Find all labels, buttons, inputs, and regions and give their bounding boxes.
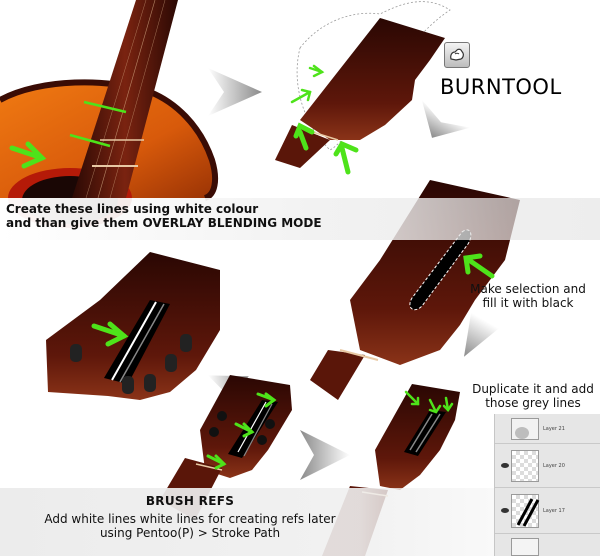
green-arrow (404, 390, 454, 414)
green-arrow (463, 253, 495, 279)
layer-thumbnail (511, 450, 539, 482)
step3-caption: Duplicate it and add those grey lines (466, 382, 600, 410)
guitar-neck (69, 0, 178, 199)
layer-thumbnail (511, 494, 540, 528)
green-arrow (9, 141, 47, 169)
step1-caption: Create these lines using white colour an… (6, 202, 322, 230)
step2-caption: Make selection and fill it with black (462, 282, 594, 310)
layer-thumbnail (511, 418, 539, 440)
step3-caption-line1: Duplicate it and add (472, 382, 594, 396)
layer-row[interactable] (495, 534, 600, 556)
headstock-closeup (46, 252, 220, 400)
step2-caption-line2: fill it with black (482, 296, 574, 311)
green-arrow (91, 321, 129, 347)
green-arrow (206, 392, 277, 470)
layer-name: Layer 20 (543, 463, 565, 469)
layer-row[interactable]: Layer 21 (495, 414, 600, 444)
caption-band-step1 (0, 198, 600, 240)
chevron-right-arrow (208, 68, 262, 116)
layer-row[interactable]: Layer 20 (495, 444, 600, 488)
step4-title: BRUSH REFS (145, 494, 235, 508)
layers-panel: Layer 21 Layer 20 Layer 17 (494, 414, 600, 556)
step4-caption-line1: Add white lines white lines for creating… (44, 512, 336, 526)
chevron-down-arrow (421, 99, 471, 138)
layer-name: Layer 21 (543, 426, 565, 432)
layer-row[interactable]: Layer 17 (495, 488, 600, 534)
headstock-step1 (275, 1, 451, 168)
step4-caption: Add white lines white lines for creating… (0, 512, 380, 540)
eye-icon[interactable] (501, 463, 509, 468)
step1-caption-line2: and than give them OVERLAY BLENDING MODE (6, 216, 322, 231)
eye-icon[interactable] (501, 508, 509, 513)
step4-caption-line2: using Pentoo(P) > Stroke Path (99, 526, 281, 541)
burn-tool-title: BURNTOOL (440, 75, 562, 99)
burn-tool-hand-icon (444, 42, 470, 68)
step3-caption-line2: those grey lines (485, 396, 581, 411)
layer-thumbnail (511, 538, 539, 556)
chevron-down-arrow (464, 312, 499, 357)
layer-name: Layer 17 (543, 508, 565, 514)
green-arrow (290, 64, 325, 104)
green-arrow (293, 122, 359, 175)
chevron-left-arrow (300, 430, 350, 480)
step2-caption-line1: Make selection and (470, 282, 586, 296)
step1-caption-line1: Create these lines using white colour (6, 202, 259, 216)
